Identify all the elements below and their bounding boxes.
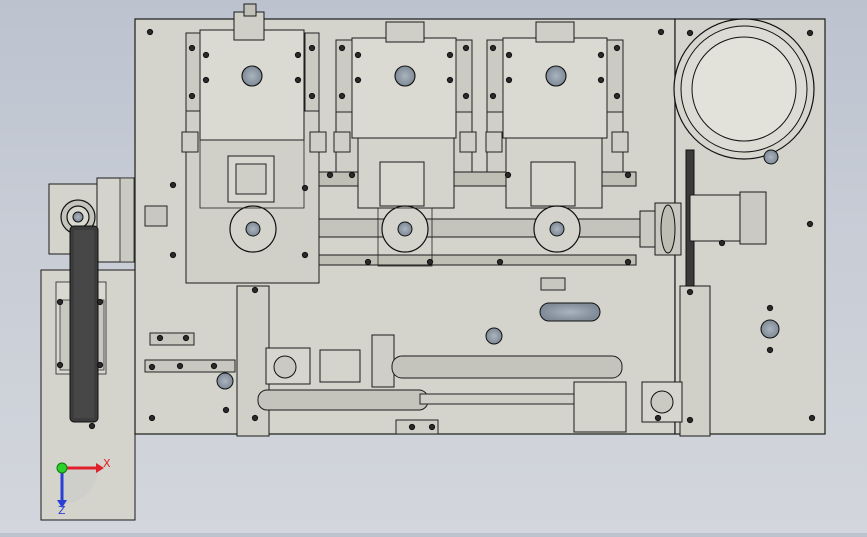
bolt-hole [96,361,104,369]
lower-pneumatic-cylinders [144,285,683,437]
right-vertical-slide [679,149,767,437]
bolt-hole [294,76,302,84]
bolt-hole [806,29,814,37]
bolt-hole [657,28,665,36]
bolt-hole [505,51,513,59]
bolt-hole [202,76,210,84]
bolt-hole [718,239,726,247]
bolt-hole [489,44,497,52]
bolt-hole [766,304,774,312]
vibratory-bowl [673,18,815,165]
bolt-hole [354,76,362,84]
bolt-hole [686,288,694,296]
mounting-bolts [56,28,816,431]
bolt-hole [348,171,356,179]
bolt-hole [426,258,434,266]
bolt-hole [308,44,316,52]
bolt-hole [146,28,154,36]
bolt-hole [338,44,346,52]
x-axis-label: X [103,457,111,470]
bolt-hole [462,92,470,100]
bolt-hole [251,286,259,294]
bolt-hole [504,171,512,179]
bolt-hole [364,258,372,266]
plate-features [216,277,780,390]
bolt-hole [446,51,454,59]
bolt-hole [188,44,196,52]
bolt-hole [428,423,436,431]
bolt-hole [496,258,504,266]
conveyor-belt [69,225,99,423]
bolt-hole [686,29,694,37]
bolt-hole [169,251,177,259]
bolt-hole [301,184,309,192]
bolt-hole [613,92,621,100]
bolt-hole [806,220,814,228]
bolt-hole [808,414,816,422]
bolt-hole [766,346,774,354]
bolt-hole [308,92,316,100]
bolt-hole [96,298,104,306]
bolt-hole [176,362,184,370]
bolt-hole [156,334,164,342]
bolt-hole [222,406,230,414]
bolt-hole [462,44,470,52]
bolt-hole [354,51,362,59]
station-1 [185,3,320,284]
bolt-hole [489,92,497,100]
bolt-hole [88,422,96,430]
bolt-hole [294,51,302,59]
bolt-hole [686,416,694,424]
z-axis-label: Z [58,504,66,517]
bolt-hole [597,51,605,59]
bolt-hole [210,362,218,370]
bolt-hole [56,298,64,306]
bolt-hole [597,76,605,84]
coordinate-triad: X Z [56,457,111,517]
bolt-hole [505,76,513,84]
bolt-hole [202,51,210,59]
bolt-hole [188,92,196,100]
bolt-hole [624,171,632,179]
station-3 [486,21,624,253]
bolt-hole [408,423,416,431]
bolt-hole [301,251,309,259]
sensor-brackets [181,131,629,153]
bolt-hole [182,334,190,342]
bolt-hole [148,363,156,371]
bolt-hole [654,414,662,422]
bolt-hole [148,414,156,422]
bolt-hole [169,181,177,189]
bolt-hole [624,258,632,266]
bolt-hole [251,414,259,422]
bolt-hole [613,44,621,52]
bolt-hole [338,92,346,100]
bolt-hole [56,361,64,369]
bolt-hole [326,171,334,179]
station-2 [335,21,473,267]
bolt-hole [446,76,454,84]
origin-marker [56,462,68,474]
